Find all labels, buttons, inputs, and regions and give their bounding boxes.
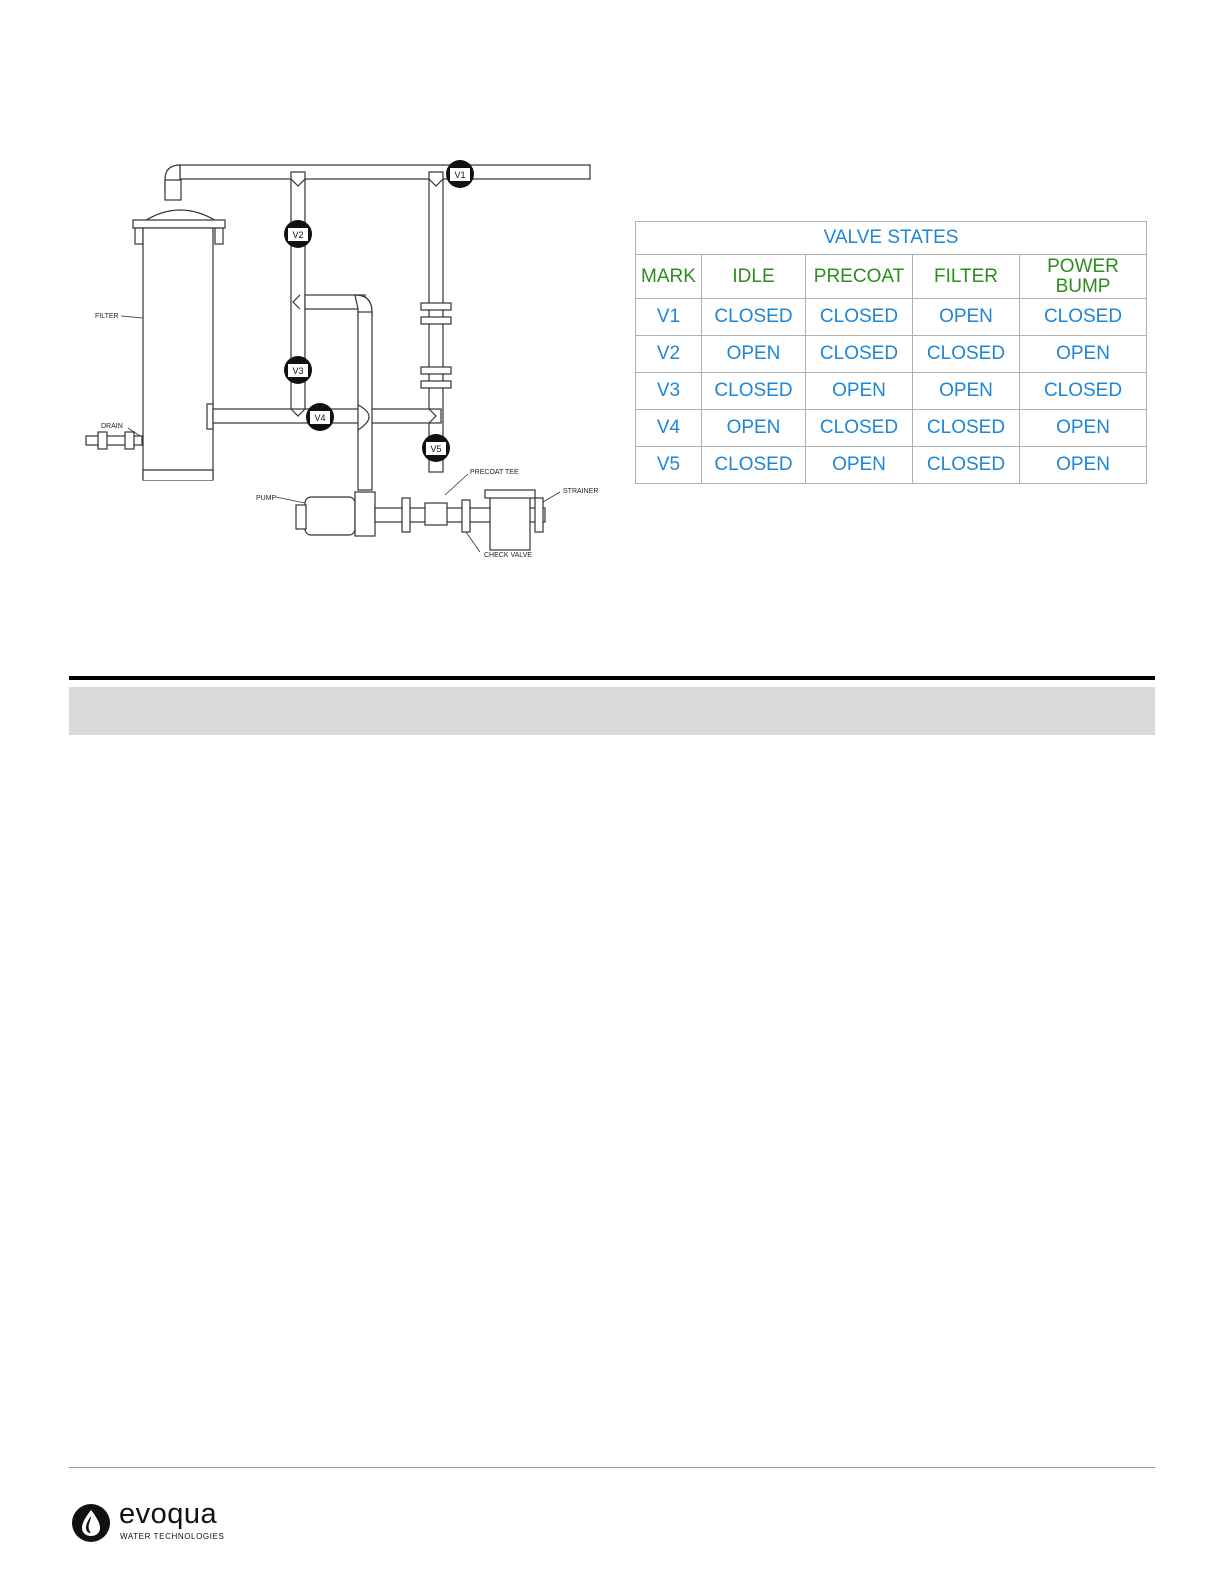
cell-power-bump: OPEN: [1020, 447, 1147, 484]
cell-precoat: OPEN: [806, 373, 913, 410]
cell-mark: V5: [636, 447, 702, 484]
valve-label-v1: V1: [454, 170, 465, 180]
filter-label: FILTER: [95, 313, 119, 320]
valve-label-v4: V4: [314, 413, 325, 423]
table-row: V4 OPEN CLOSED CLOSED OPEN: [636, 410, 1147, 447]
table-row: V5 CLOSED OPEN CLOSED OPEN: [636, 447, 1147, 484]
drain-label: DRAIN: [101, 423, 123, 430]
cell-filter: CLOSED: [913, 447, 1020, 484]
cell-precoat: OPEN: [806, 447, 913, 484]
table-title: VALVE STATES: [636, 222, 1147, 255]
cell-idle: CLOSED: [702, 299, 806, 336]
cell-power-bump: CLOSED: [1020, 373, 1147, 410]
piping-diagram: V1 V2 V3 V4 V5 FILTER DRAIN PUMP PRECOAT…: [0, 0, 620, 600]
valve-label-v3: V3: [292, 366, 303, 376]
header-idle: IDLE: [702, 255, 806, 299]
water-drop-icon: [70, 1502, 112, 1544]
header-filter: FILTER: [913, 255, 1020, 299]
valve-states-table: VALVE STATES MARK IDLE PRECOAT FILTER PO…: [635, 221, 1147, 484]
logo-wordmark: evoqua: [119, 1498, 217, 1531]
cell-filter: CLOSED: [913, 410, 1020, 447]
cell-mark: V3: [636, 373, 702, 410]
cell-idle: OPEN: [702, 410, 806, 447]
cell-power-bump: OPEN: [1020, 336, 1147, 373]
cell-mark: V4: [636, 410, 702, 447]
logo-tagline: WATER TECHNOLOGIES: [120, 1532, 224, 1541]
precoat-tee-label: PRECOAT TEE: [470, 469, 519, 476]
cell-power-bump: OPEN: [1020, 410, 1147, 447]
cell-mark: V2: [636, 336, 702, 373]
cell-filter: OPEN: [913, 299, 1020, 336]
section-header-band: [69, 687, 1155, 735]
cell-idle: CLOSED: [702, 373, 806, 410]
cell-idle: CLOSED: [702, 447, 806, 484]
cell-power-bump: CLOSED: [1020, 299, 1147, 336]
cell-mark: V1: [636, 299, 702, 336]
cell-idle: OPEN: [702, 336, 806, 373]
valve-label-v5: V5: [430, 444, 441, 454]
header-mark: MARK: [636, 255, 702, 299]
cell-precoat: CLOSED: [806, 299, 913, 336]
footer-divider: [69, 1467, 1155, 1468]
cell-precoat: CLOSED: [806, 410, 913, 447]
header-precoat: PRECOAT: [806, 255, 913, 299]
table-row: V2 OPEN CLOSED CLOSED OPEN: [636, 336, 1147, 373]
company-logo: evoqua WATER TECHNOLOGIES: [70, 1502, 230, 1546]
pump-label: PUMP: [256, 495, 277, 502]
check-valve-label: CHECK VALVE: [484, 552, 532, 559]
header-power-bump: POWER BUMP: [1020, 255, 1147, 299]
table-header-row: MARK IDLE PRECOAT FILTER POWER BUMP: [636, 255, 1147, 299]
table-row: V1 CLOSED CLOSED OPEN CLOSED: [636, 299, 1147, 336]
table-row: V3 CLOSED OPEN OPEN CLOSED: [636, 373, 1147, 410]
valve-label-v2: V2: [292, 230, 303, 240]
cell-filter: CLOSED: [913, 336, 1020, 373]
section-divider: [69, 676, 1155, 680]
cell-precoat: CLOSED: [806, 336, 913, 373]
strainer-label: STRAINER: [563, 488, 598, 495]
cell-filter: OPEN: [913, 373, 1020, 410]
